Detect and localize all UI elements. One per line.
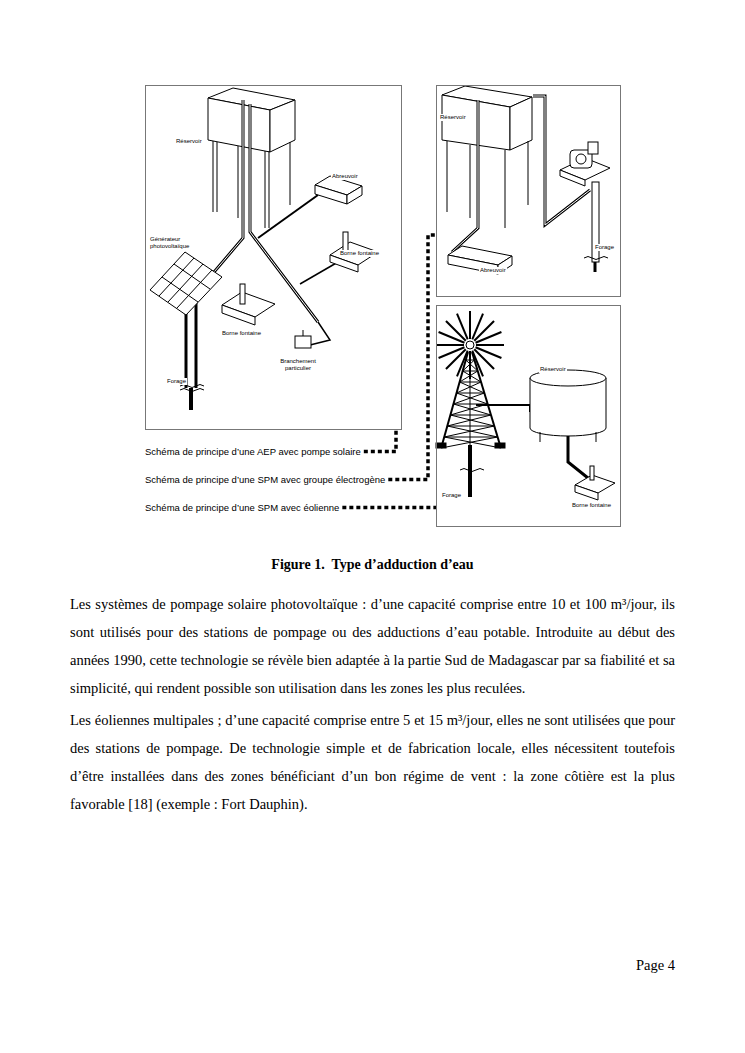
borehole	[180, 385, 204, 411]
diagram-caption: Schéma de principe d’une SPM avec groupe…	[145, 474, 385, 485]
pipes	[203, 100, 338, 345]
part-label: Générateur photovoltaïque	[149, 236, 193, 250]
caption-line: Schéma de principe d’une AEP avec pompe …	[145, 446, 361, 457]
part-label: Abreuvoir	[331, 173, 359, 180]
generator-tank	[442, 86, 532, 228]
generator-panel-frame: RéservoirForageAbreuvoir	[436, 85, 621, 297]
part-label: Forage	[166, 378, 187, 385]
part-label: Réservoir	[439, 114, 467, 121]
house-connection	[295, 330, 311, 348]
dotted-leader	[388, 235, 436, 480]
generator-set	[560, 142, 610, 272]
dotted-leader	[342, 506, 436, 510]
part-label: Forage	[594, 244, 615, 251]
part-label: Borne fontaine	[571, 502, 612, 509]
pipes	[452, 96, 590, 252]
part-label: Réservoir	[539, 366, 567, 373]
part-label: Branchement particulier	[277, 358, 319, 372]
solar-panel	[150, 252, 222, 388]
part-label: Borne fontaine	[221, 330, 262, 337]
part-label: Borne fontaine	[339, 250, 380, 257]
part-label: Abreuvoir	[479, 267, 507, 274]
dotted-leader	[364, 430, 396, 452]
caption-line: Schéma de principe d’une SPM avec éolien…	[145, 502, 339, 513]
part-label: Forage	[441, 492, 462, 499]
round-tank	[530, 370, 615, 500]
body-paragraph: Les éoliennes multipales ; d’une capacit…	[70, 706, 675, 818]
figure-caption: Figure 1. Type d’adduction d’eau	[0, 557, 745, 573]
trough	[448, 246, 512, 274]
trough	[315, 176, 362, 204]
windmill-panel-frame: RéservoirForageBorne fontaine	[436, 305, 621, 527]
page-number: Page 4	[560, 957, 675, 974]
windmill	[436, 311, 530, 497]
standpipe	[222, 232, 378, 325]
body-paragraph: Les systèmes de pompage solaire photovol…	[70, 590, 675, 702]
diagram-caption: Schéma de principe d’une AEP avec pompe …	[145, 446, 361, 457]
solar-panel-frame: RéservoirAbreuvoirGénérateur photovoltaï…	[145, 85, 402, 430]
caption-line: Schéma de principe d’une SPM avec groupe…	[145, 474, 385, 485]
diagram-caption: Schéma de principe d’une SPM avec éolien…	[145, 502, 339, 513]
part-label: Réservoir	[175, 138, 203, 145]
